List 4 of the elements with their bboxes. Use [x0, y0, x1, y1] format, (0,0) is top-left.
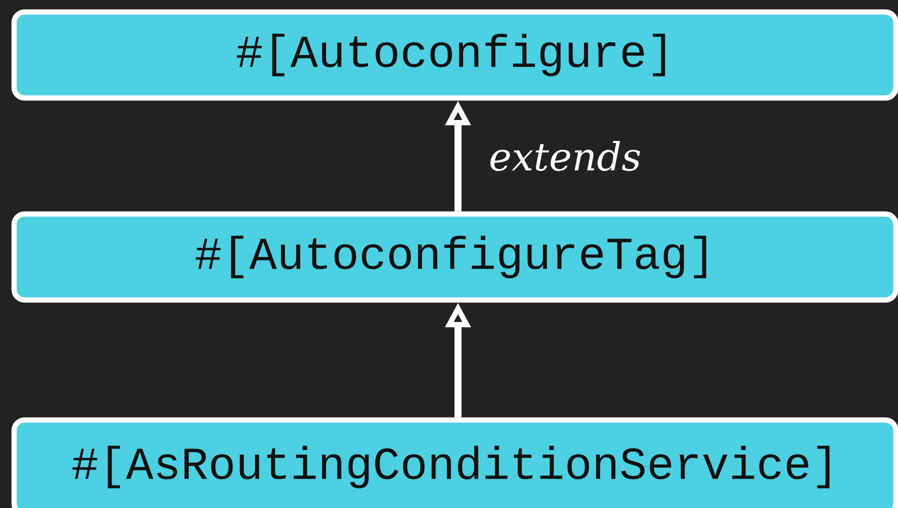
edge-label: extends — [490, 141, 640, 171]
process-box: #[AsRoutingConditionService] — [11, 417, 898, 508]
process-box: #[Autoconfigure] — [11, 9, 898, 101]
process-box: #[AutoconfigureTag] — [11, 211, 898, 303]
